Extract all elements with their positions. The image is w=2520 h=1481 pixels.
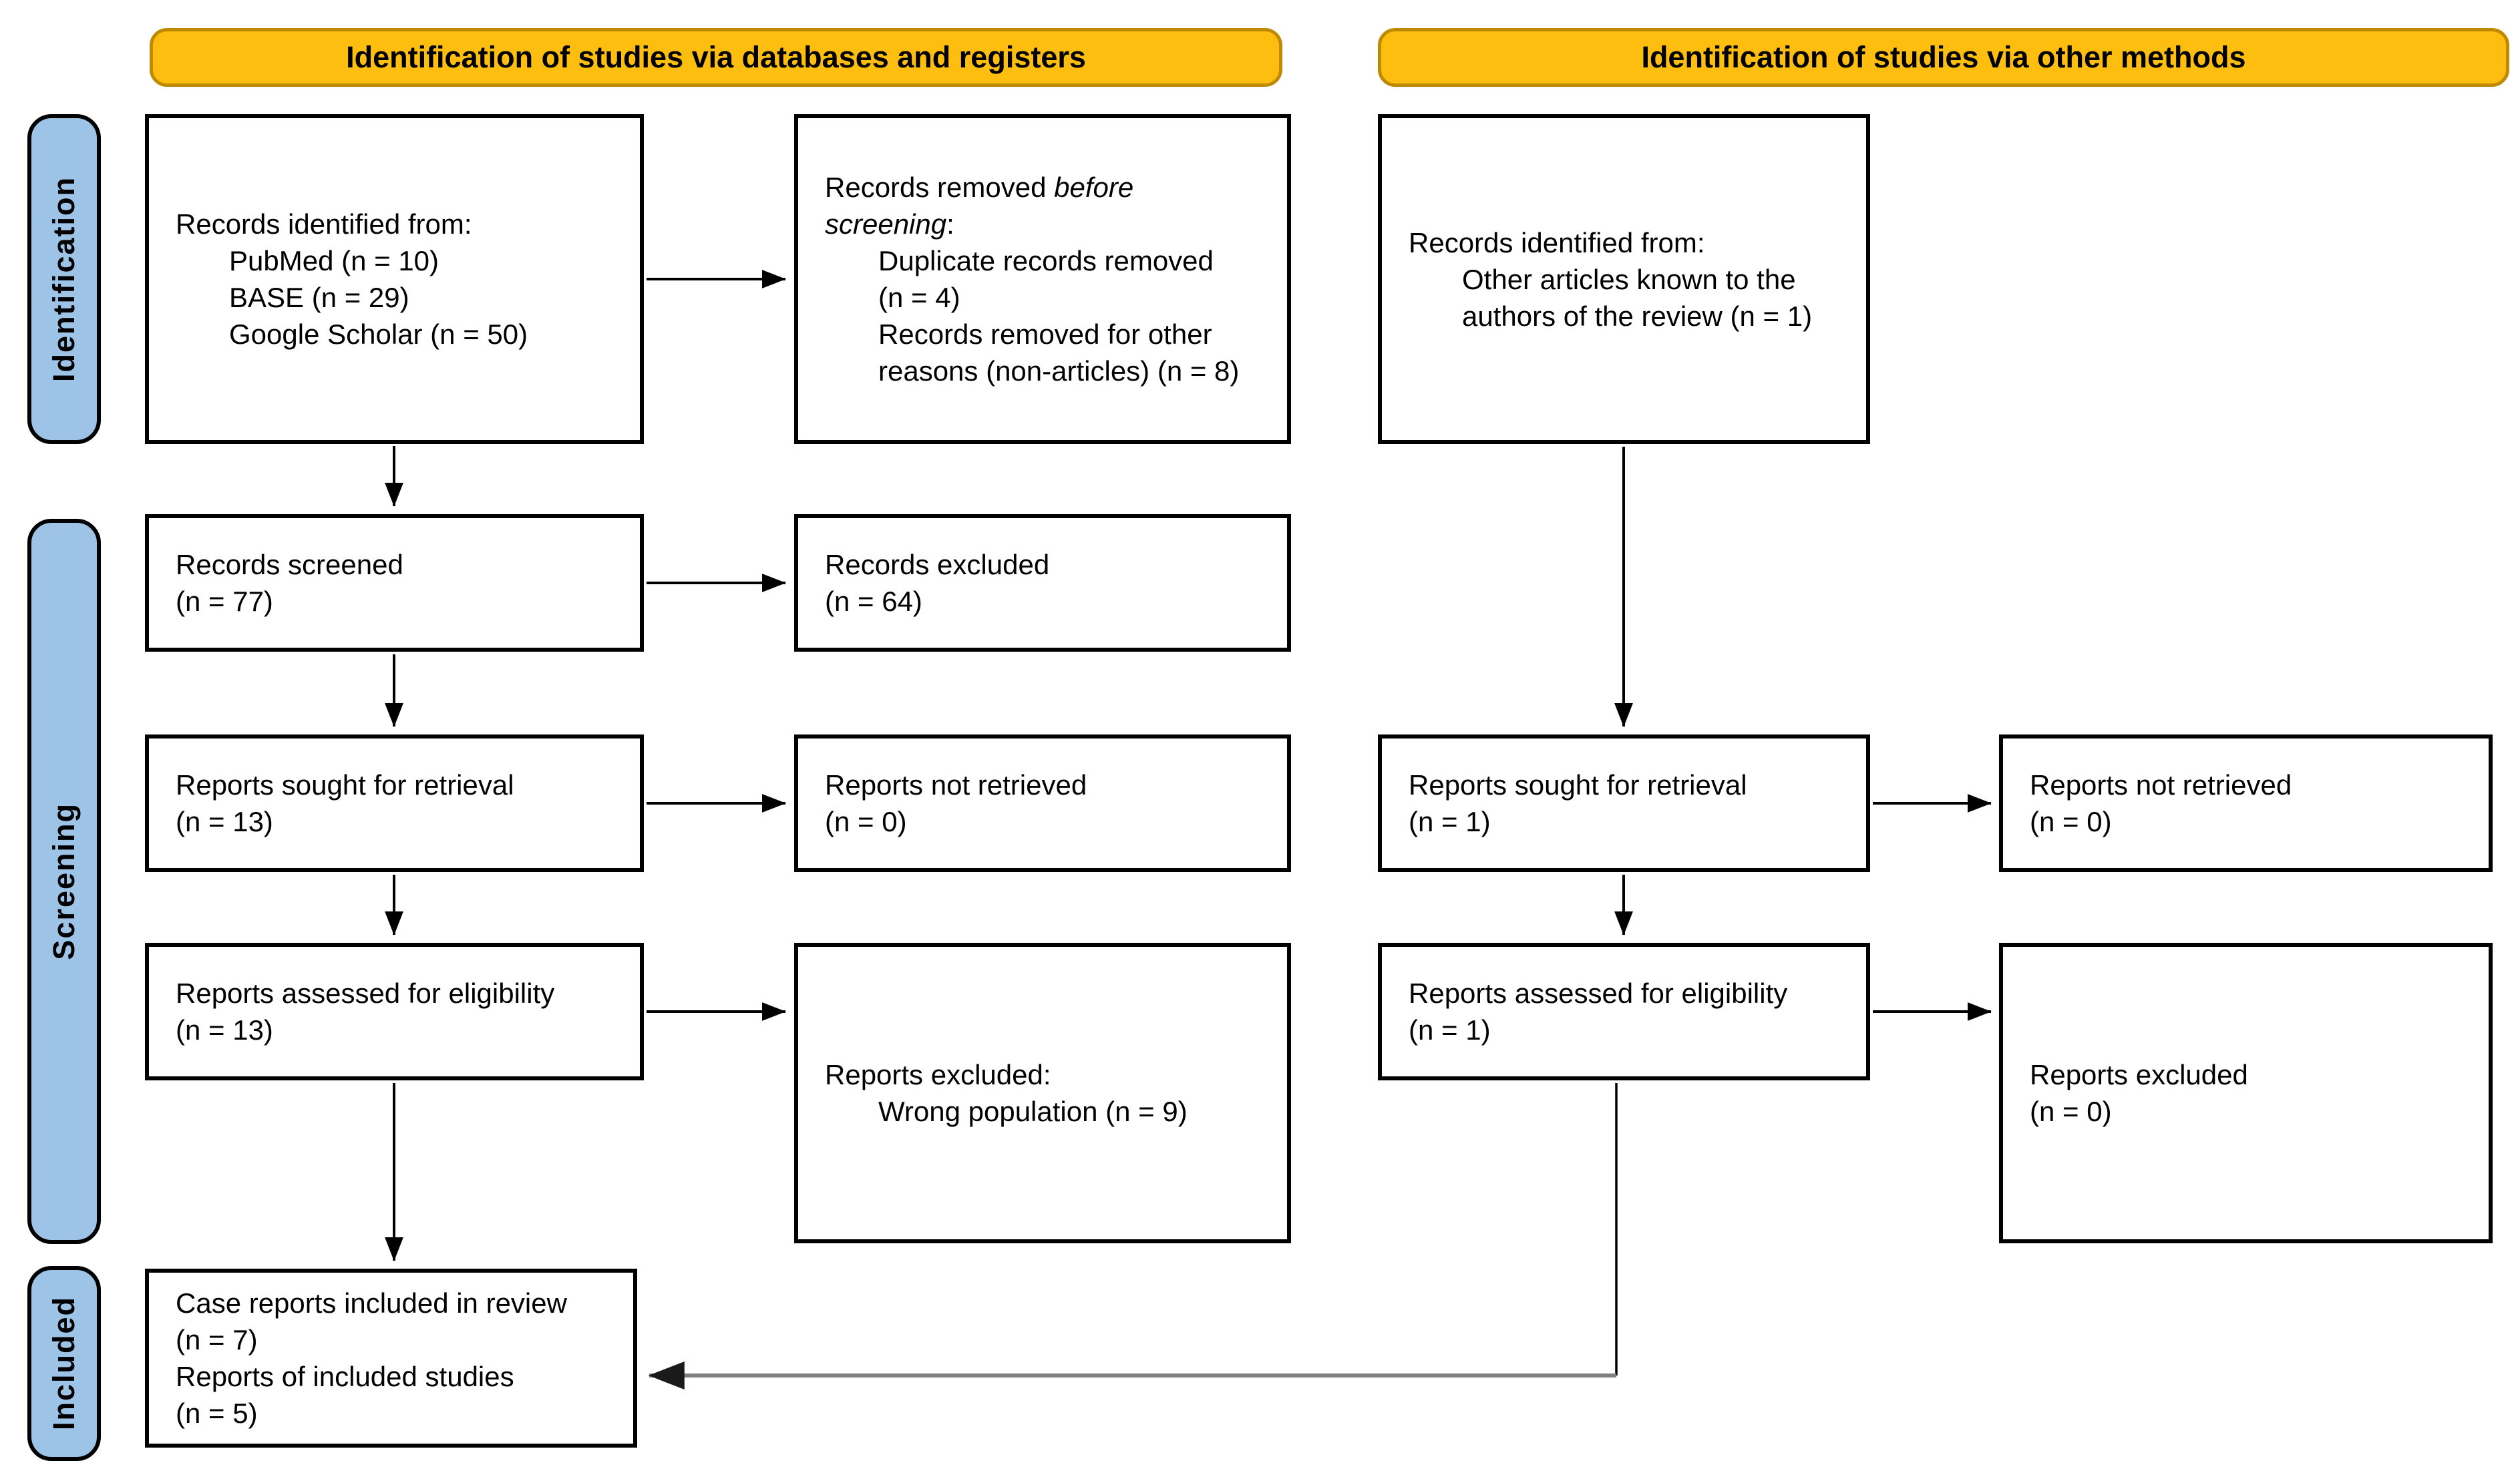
box-line: Records removed for other — [878, 319, 1212, 350]
stage-screening-label: Screening — [47, 803, 81, 960]
box-line: (n = 13) — [176, 1014, 273, 1046]
stage-bar-included: Included — [27, 1266, 101, 1461]
box-line: (n = 0) — [2030, 1096, 2112, 1127]
box-line: BASE (n = 29) — [229, 282, 409, 313]
box-line: authors of the review (n = 1) — [1462, 300, 1813, 332]
box-reports-assessed-other-methods: Reports assessed for eligibility (n = 1) — [1378, 943, 1870, 1080]
box-line: (n = 1) — [1409, 1014, 1491, 1046]
box-line: Records excluded — [825, 549, 1050, 580]
box-line: (n = 77) — [176, 586, 273, 617]
box-line: Records identified from: — [176, 208, 472, 240]
box-records-identified-other-methods: Records identified from: Other articles k… — [1378, 114, 1870, 444]
box-line: Case reports included in review — [176, 1287, 567, 1319]
box-line: PubMed (n = 10) — [229, 245, 439, 276]
box-records-identified-databases: Records identified from: PubMed (n = 10) B… — [145, 114, 644, 444]
stage-identification-label: Identification — [47, 176, 81, 382]
box-reports-not-retrieved-databases: Reports not retrieved (n = 0) — [794, 734, 1291, 872]
box-line: (n = 0) — [825, 806, 907, 837]
box-studies-included: Case reports included in review (n = 7) Re… — [145, 1269, 637, 1448]
box-line: Reports not retrieved — [2030, 769, 2292, 801]
box-line: Reports sought for retrieval — [1409, 769, 1747, 801]
box-line: Reports assessed for eligibility — [176, 978, 555, 1009]
box-line: Reports excluded: — [825, 1059, 1051, 1090]
box-line: Reports sought for retrieval — [176, 769, 514, 801]
header-other-methods: Identification of studies via other meth… — [1378, 28, 2509, 87]
box-line: Duplicate records removed — [878, 245, 1214, 276]
header-databases-registers: Identification of studies via databases … — [150, 28, 1282, 87]
box-line: Other articles known to the — [1462, 263, 1796, 295]
box-line: reasons (non-articles) (n = 8) — [878, 355, 1240, 387]
box-reports-sought-databases: Reports sought for retrieval (n = 13) — [145, 734, 644, 872]
box-line: (n = 4) — [878, 282, 960, 313]
box-records-removed-before-screening: Records removed before screening: Duplicat… — [794, 114, 1291, 444]
header-databases-registers-label: Identification of studies via databases … — [346, 40, 1086, 74]
box-reports-sought-other-methods: Reports sought for retrieval (n = 1) — [1378, 734, 1870, 872]
box-line: Reports assessed for eligibility — [1409, 978, 1788, 1009]
box-reports-excluded-wrong-population: Reports excluded: Wrong population (n = 9… — [794, 943, 1291, 1243]
box-line: Reports not retrieved — [825, 769, 1087, 801]
stage-included-label: Included — [47, 1296, 81, 1431]
box-line: (n = 5) — [176, 1398, 258, 1429]
box-line: (n = 1) — [1409, 806, 1491, 837]
box-reports-not-retrieved-other-methods: Reports not retrieved (n = 0) — [1999, 734, 2493, 872]
box-line: Reports excluded — [2030, 1059, 2248, 1090]
stage-bar-screening: Screening — [27, 519, 101, 1244]
box-reports-excluded-other-methods: Reports excluded (n = 0) — [1999, 943, 2493, 1243]
box-line: (n = 13) — [176, 806, 273, 837]
box-line: Records identified from: — [1409, 226, 1705, 258]
box-line: (n = 64) — [825, 586, 922, 617]
header-other-methods-label: Identification of studies via other meth… — [1641, 40, 2246, 74]
box-line: Reports of included studies — [176, 1361, 514, 1392]
box-line: Wrong population (n = 9) — [878, 1096, 1188, 1127]
box-records-excluded: Records excluded (n = 64) — [794, 514, 1291, 652]
box-line: Records screened — [176, 549, 403, 580]
box-line: (n = 0) — [2030, 806, 2112, 837]
stage-bar-identification: Identification — [27, 114, 101, 444]
box-reports-assessed-databases: Reports assessed for eligibility (n = 13) — [145, 943, 644, 1080]
box-line: Records removed before — [825, 172, 1134, 203]
box-records-screened: Records screened (n = 77) — [145, 514, 644, 652]
box-line: (n = 7) — [176, 1324, 258, 1355]
box-line: screening: — [825, 208, 954, 240]
box-line: Google Scholar (n = 50) — [229, 319, 528, 350]
